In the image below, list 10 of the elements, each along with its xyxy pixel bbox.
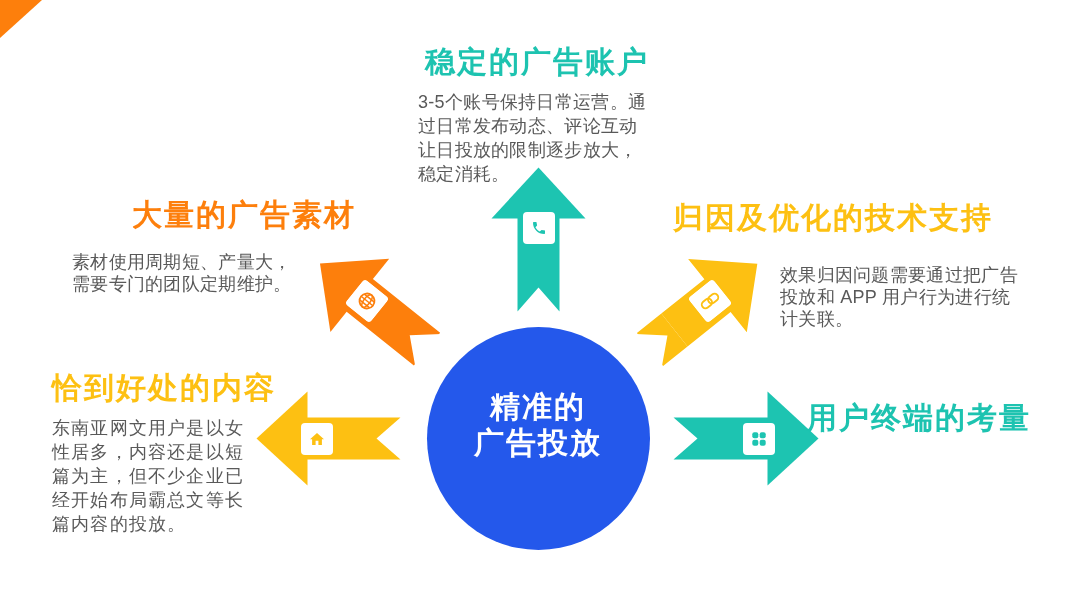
heading: 稳定的广告账户	[425, 45, 649, 79]
heading: 归因及优化的技术支持	[673, 201, 993, 235]
heading: 用户终端的考量	[807, 401, 1031, 435]
heading: 大量的广告素材	[132, 198, 356, 232]
description: 东南亚网文用户是以女性居多，内容还是以短篇为主，但不少企业已经开始布局霸总文等长篇内容的投放。	[52, 417, 245, 536]
description: 效果归因问题需要通过把广告投放和 APP 用户行为进行统计关联。	[780, 264, 1019, 330]
description: 素材使用周期短、产量大，需要专门的团队定期维护。	[72, 251, 293, 295]
center-circle: 精准的广告投放	[427, 327, 650, 550]
heading: 恰到好处的内容	[52, 371, 276, 405]
description: 3-5个账号保持日常运营。通过日常发布动态、评论互动让日投放的限制逐步放大，稳定消耗。	[418, 91, 648, 186]
